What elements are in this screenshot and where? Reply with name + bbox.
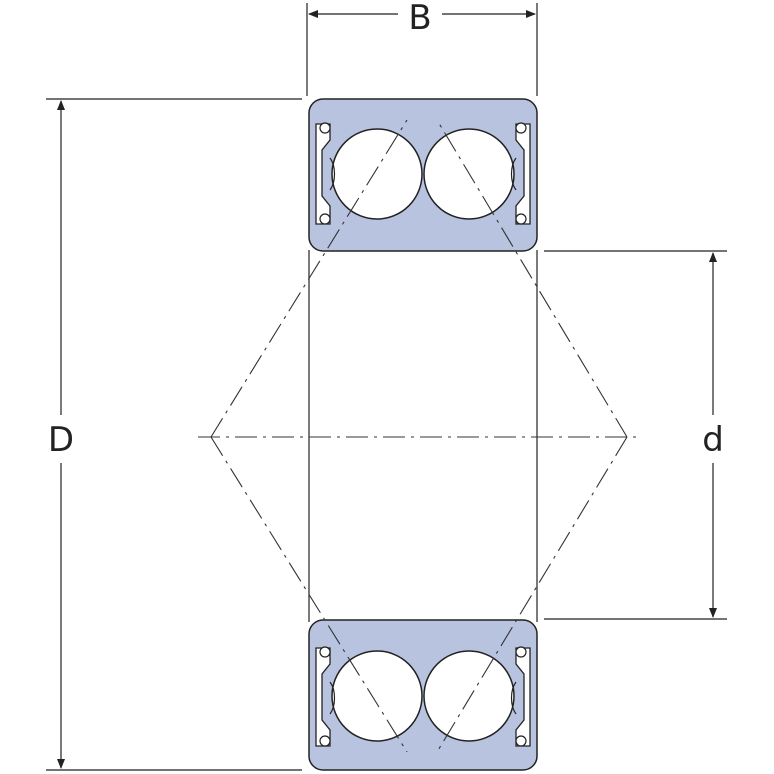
top-ball-left xyxy=(331,128,423,220)
bottom-ball-left xyxy=(331,650,423,742)
top-section xyxy=(308,98,538,252)
bottom-ball-right xyxy=(423,650,515,742)
dimension-bore-diameter: d xyxy=(544,250,727,620)
top-left-seal xyxy=(315,122,336,225)
dimension-outer-diameter: D xyxy=(46,98,302,771)
outer-diameter-label: D xyxy=(48,420,74,460)
width-label: B xyxy=(408,0,431,38)
contact-angle-lines xyxy=(210,119,628,753)
dimension-width: B xyxy=(306,0,538,96)
bore-diameter-label: d xyxy=(702,420,724,460)
bottom-right-seal xyxy=(510,646,531,747)
bottom-left-seal xyxy=(315,646,336,747)
top-right-seal xyxy=(510,122,531,225)
bore-outline xyxy=(308,250,538,622)
bottom-section xyxy=(308,619,538,771)
